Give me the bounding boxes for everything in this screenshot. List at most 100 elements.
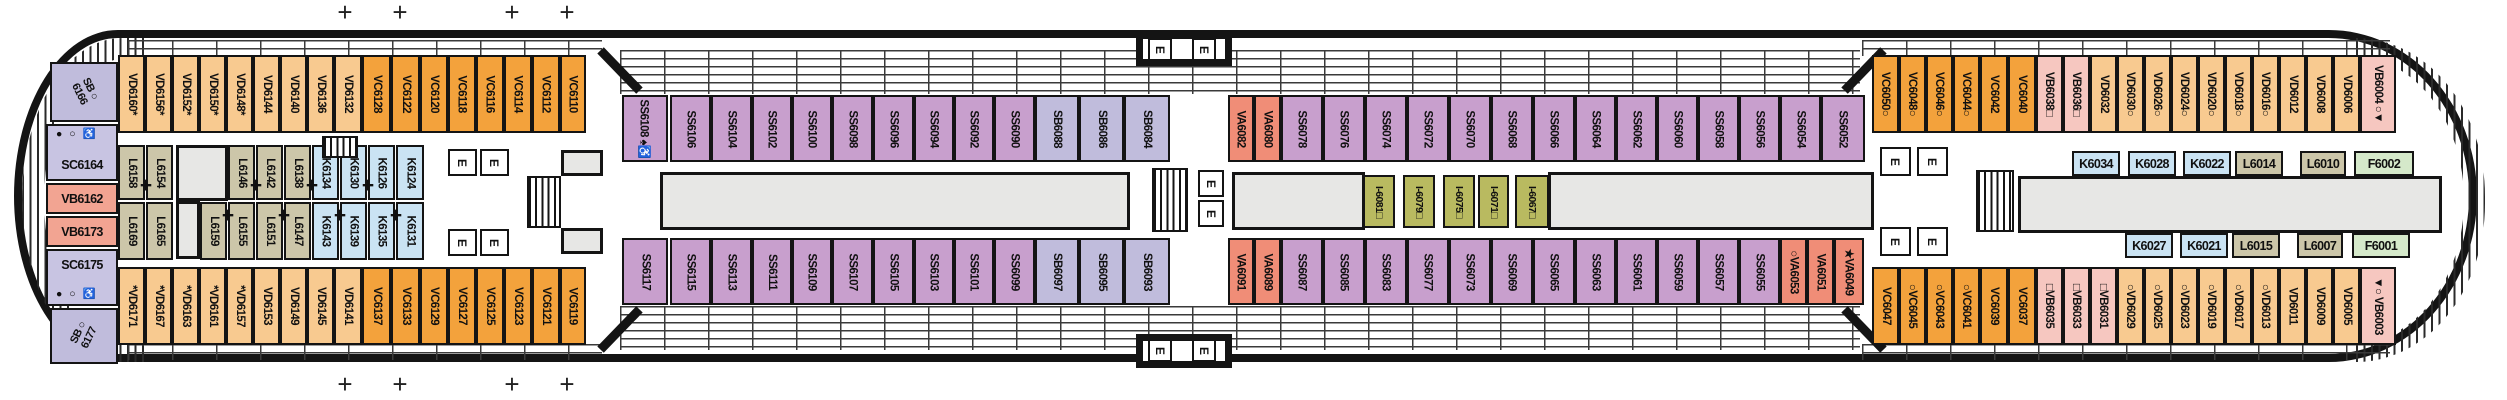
cabin-vd6167[interactable]: *VD6167 xyxy=(145,267,172,345)
elevator[interactable]: E xyxy=(1880,227,1911,256)
cabin-vd6013[interactable]: ○VD6013 xyxy=(2252,267,2279,345)
cabin-vd6150[interactable]: VD6150* xyxy=(199,55,226,133)
cabin-ss6090[interactable]: SS6090 xyxy=(994,95,1035,162)
cabin-i6071[interactable]: I-6071□ xyxy=(1478,175,1509,228)
cabin-sc6164[interactable]: SC6164 xyxy=(46,124,118,181)
cabin-vc6123[interactable]: VC6123 xyxy=(504,267,532,345)
elevator[interactable]: E xyxy=(448,149,477,176)
cabin-vd6008[interactable]: VD6008 xyxy=(2306,55,2333,133)
cabin-vc6044[interactable]: VC6044○ xyxy=(1953,55,1980,133)
cabin-vd6149[interactable]: VD6149 xyxy=(280,267,307,345)
cabin-vc6037[interactable]: VC6037 xyxy=(2008,267,2036,345)
cabin-vc6127[interactable]: VC6127 xyxy=(448,267,476,345)
elevator[interactable]: E xyxy=(480,229,509,256)
cabin-sb6093[interactable]: SB6093 xyxy=(1124,238,1170,305)
cabin-vc6039[interactable]: VC6039 xyxy=(1980,267,2008,345)
cabin-vc6041[interactable]: ○VC6041 xyxy=(1953,267,1980,345)
cabin-ss6105[interactable]: SS6105 xyxy=(873,238,914,305)
elevator[interactable]: E xyxy=(1880,147,1911,176)
cabin-vd6005[interactable]: VD6005 xyxy=(2333,267,2360,345)
cabin-vc6128[interactable]: VC6128 xyxy=(362,55,391,133)
cabin-ss6063[interactable]: SS6063 xyxy=(1575,238,1616,305)
cabin-ss6073[interactable]: SS6073 xyxy=(1449,238,1491,305)
cabin-vc6125[interactable]: VC6125 xyxy=(476,267,504,345)
cabin-vc6050[interactable]: VC6050○ xyxy=(1872,55,1899,133)
cabin-ss6104[interactable]: SS6104 xyxy=(711,95,752,162)
cabin-vd6006[interactable]: VD6006 xyxy=(2333,55,2360,133)
cabin-k6027[interactable]: K6027 xyxy=(2125,233,2173,258)
cabin-ss6065[interactable]: SS6065 xyxy=(1533,238,1575,305)
cabin-l6169[interactable]: L6169 xyxy=(118,202,145,260)
cabin-vb6162[interactable]: VB6162 xyxy=(46,183,118,214)
cabin-ss6111[interactable]: SS6111 xyxy=(752,238,792,305)
cabin-va6082[interactable]: VA6082 xyxy=(1228,95,1254,162)
cabin-va6089[interactable]: VA6089 xyxy=(1254,238,1281,305)
cabin-ss6087[interactable]: SS6087 xyxy=(1281,238,1323,305)
cabin-vd6024[interactable]: VD6024○ xyxy=(2171,55,2198,133)
cabin-vd6026[interactable]: VD6026○ xyxy=(2144,55,2171,133)
cabin-vc6116[interactable]: VC6116 xyxy=(476,55,504,133)
cabin-vd6156[interactable]: VD6156* xyxy=(145,55,172,133)
cabin-sc6175[interactable]: SC6175 xyxy=(46,249,118,306)
cabin-k6139[interactable]: K6139 xyxy=(340,202,367,260)
cabin-vd6020[interactable]: VD6020○ xyxy=(2198,55,2225,133)
cabin-ss6057[interactable]: SS6057 xyxy=(1698,238,1739,305)
elevator[interactable]: E xyxy=(1192,339,1216,362)
cabin-ss6059[interactable]: SS6059 xyxy=(1657,238,1698,305)
cabin-sb6097[interactable]: SB6097 xyxy=(1035,238,1079,305)
cabin-ss6069[interactable]: SS6069 xyxy=(1491,238,1533,305)
cabin-vc6118[interactable]: VC6118 xyxy=(448,55,476,133)
elevator[interactable]: E xyxy=(1198,170,1224,197)
cabin-vc6119[interactable]: VC6119 xyxy=(560,267,586,345)
cabin-vc6129[interactable]: VC6129 xyxy=(420,267,448,345)
cabin-ss6078[interactable]: SS6078 xyxy=(1281,95,1323,162)
cabin-vd6025[interactable]: ○VD6025 xyxy=(2144,267,2171,345)
cabin-ss6056[interactable]: SS6056 xyxy=(1739,95,1780,162)
cabin-ss6085[interactable]: SS6085 xyxy=(1323,238,1365,305)
cabin-i6067[interactable]: I-6067□ xyxy=(1515,175,1549,228)
cabin-vd6023[interactable]: ○VD6023 xyxy=(2171,267,2198,345)
cabin-va6049[interactable]: ★VA6049 xyxy=(1834,238,1864,305)
cabin-vd6145[interactable]: VD6145 xyxy=(307,267,334,345)
cabin-vd6030[interactable]: VD6030○ xyxy=(2117,55,2144,133)
cabin-vb6031[interactable]: □VB6031 xyxy=(2090,267,2117,345)
cabin-f6002[interactable]: F6002 xyxy=(2354,151,2414,176)
cabin-vc6048[interactable]: VC6048○ xyxy=(1899,55,1926,133)
cabin-vd6012[interactable]: VD6012 xyxy=(2279,55,2306,133)
cabin-sb6095[interactable]: SB6095 xyxy=(1079,238,1124,305)
cabin-ss6100[interactable]: SS6100 xyxy=(792,95,832,162)
cabin-f6001[interactable]: F6001 xyxy=(2352,233,2410,258)
cabin-vc6046[interactable]: VC6046○ xyxy=(1926,55,1953,133)
cabin-vc6040[interactable]: VC6040 xyxy=(2008,55,2036,133)
cabin-sb6166[interactable]: SB ○ 6166 xyxy=(50,62,118,122)
cabin-k6143[interactable]: K6143 xyxy=(312,202,339,260)
cabin-vc6045[interactable]: ○VC6045 xyxy=(1899,267,1926,345)
cabin-ss6115[interactable]: SS6115 xyxy=(670,238,711,305)
cabin-vd6141[interactable]: VD6141 xyxy=(334,267,362,345)
cabin-vd6132[interactable]: VD6132 xyxy=(334,55,362,133)
cabin-ss6099[interactable]: SS6099 xyxy=(994,238,1035,305)
cabin-ss6094[interactable]: SS6094 xyxy=(914,95,954,162)
cabin-ss6096[interactable]: SS6096 xyxy=(873,95,914,162)
elevator[interactable]: E xyxy=(1148,38,1172,61)
cabin-k6131[interactable]: K6131 xyxy=(396,202,424,260)
cabin-k6021[interactable]: K6021 xyxy=(2180,233,2228,258)
cabin-vd6163[interactable]: *VD6163 xyxy=(172,267,199,345)
cabin-vc6042[interactable]: VC6042 xyxy=(1980,55,2008,133)
cabin-l6159[interactable]: L6159 xyxy=(200,202,227,260)
cabin-i6081[interactable]: I-6081□ xyxy=(1363,175,1395,228)
cabin-vb6036[interactable]: VB6036□ xyxy=(2063,55,2090,133)
cabin-ss6108[interactable]: SS6108 ♠♿ xyxy=(622,95,668,162)
cabin-ss6106[interactable]: SS6106 xyxy=(670,95,711,162)
elevator[interactable]: E xyxy=(1917,147,1948,176)
cabin-ss6103[interactable]: SS6103 xyxy=(914,238,954,305)
cabin-l6142[interactable]: L6142 xyxy=(256,145,283,200)
cabin-k6126[interactable]: K6126 xyxy=(368,145,395,200)
cabin-k6028[interactable]: K6028 xyxy=(2128,151,2176,176)
cabin-ss6077[interactable]: SS6077 xyxy=(1407,238,1449,305)
cabin-l6015[interactable]: L6015 xyxy=(2232,233,2280,258)
cabin-ss6101[interactable]: SS6101 xyxy=(954,238,994,305)
elevator[interactable]: E xyxy=(480,149,509,176)
cabin-ss6061[interactable]: SS6061 xyxy=(1616,238,1657,305)
cabin-sb6084[interactable]: SB6084 xyxy=(1124,95,1170,162)
